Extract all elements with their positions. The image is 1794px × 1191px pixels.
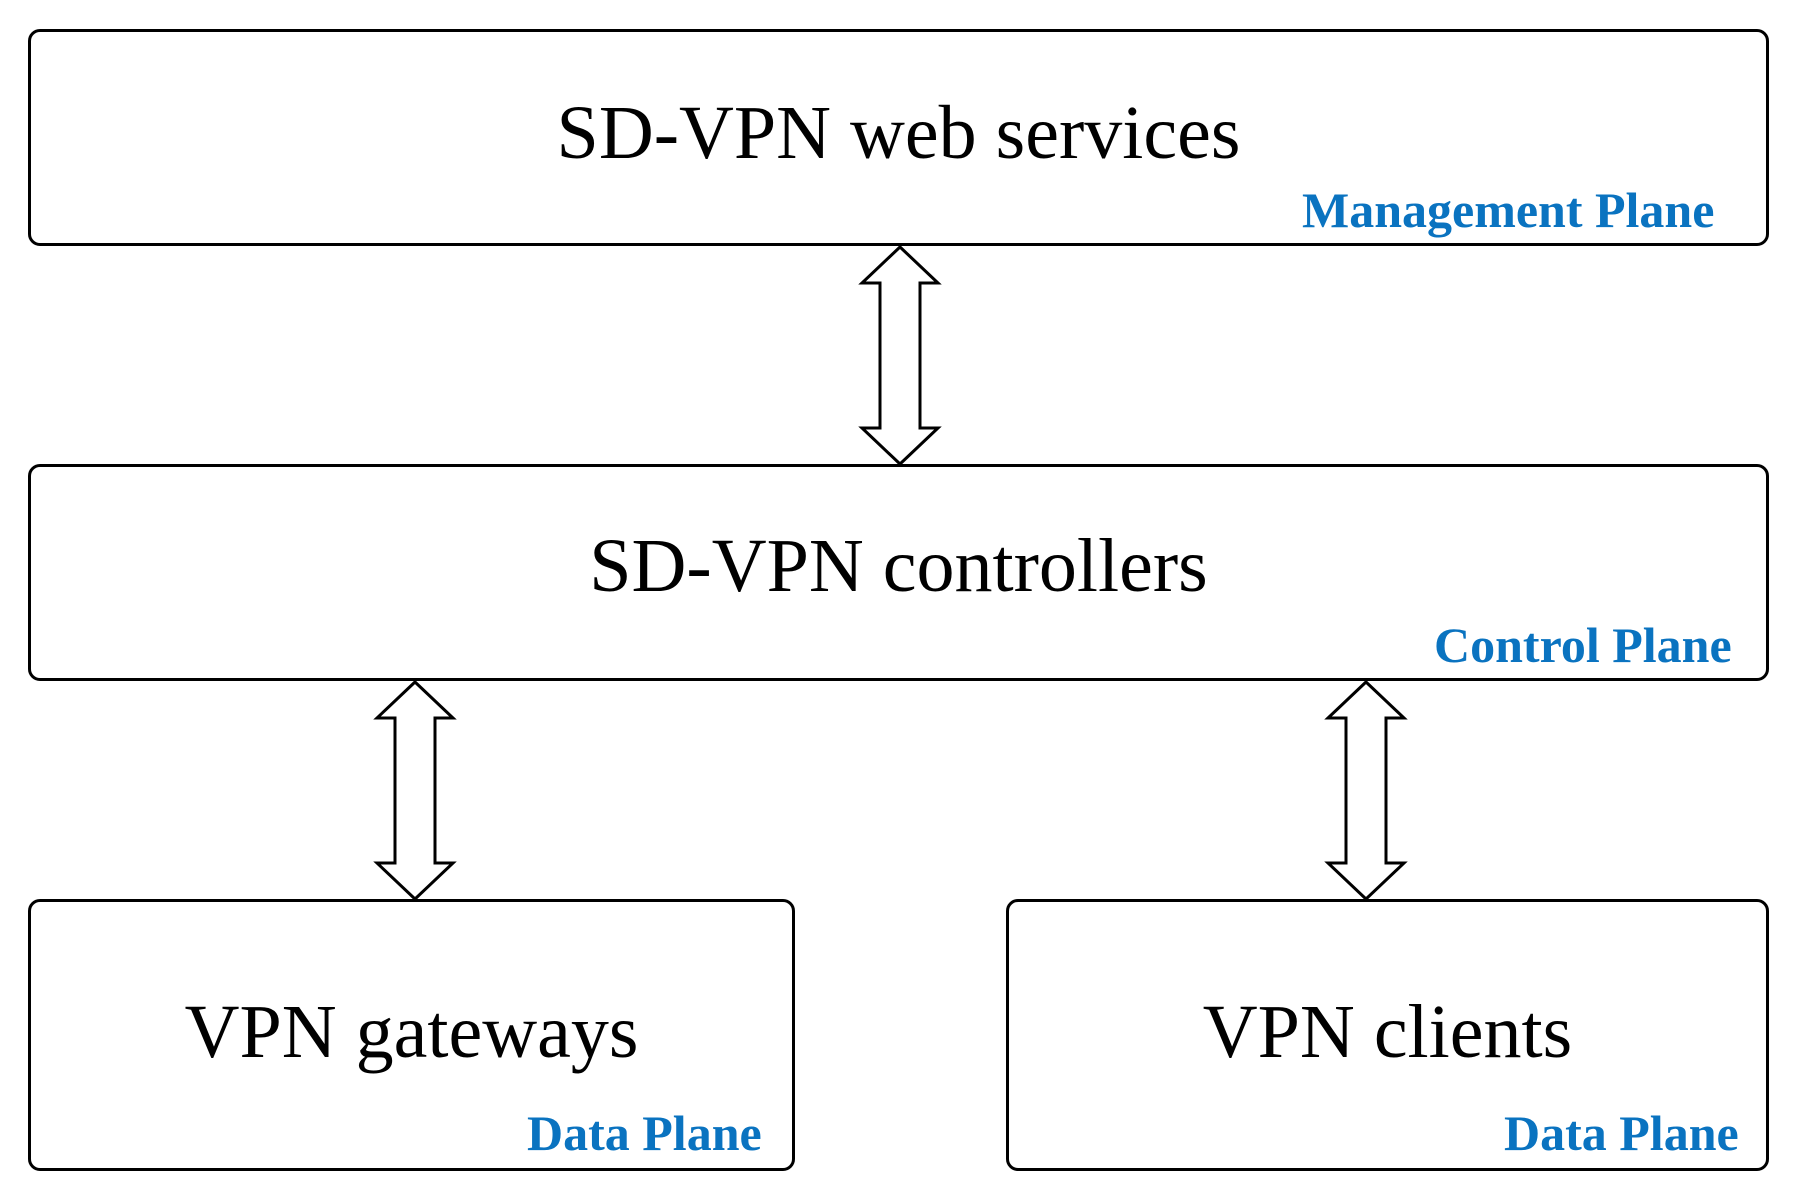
- arrow-control-clients: [1324, 679, 1408, 902]
- control-plane-label: Control Plane: [1434, 617, 1732, 673]
- gateways-title: VPN gateways: [184, 990, 639, 1074]
- clients-title: VPN clients: [1202, 990, 1573, 1074]
- control-plane-box: [28, 464, 1769, 681]
- gateways-data-plane-label: Data Plane: [527, 1105, 762, 1161]
- controllers-title: SD-VPN controllers: [589, 524, 1208, 608]
- arrow-management-control: [858, 244, 942, 467]
- clients-data-plane-label: Data Plane: [1504, 1105, 1739, 1161]
- gateways-box: [28, 899, 795, 1171]
- clients-box: [1006, 899, 1769, 1171]
- arrow-control-gateways: [373, 679, 457, 902]
- web-services-title: SD-VPN web services: [556, 91, 1241, 175]
- management-plane-label: Management Plane: [1302, 182, 1715, 238]
- management-plane-box: [28, 29, 1769, 246]
